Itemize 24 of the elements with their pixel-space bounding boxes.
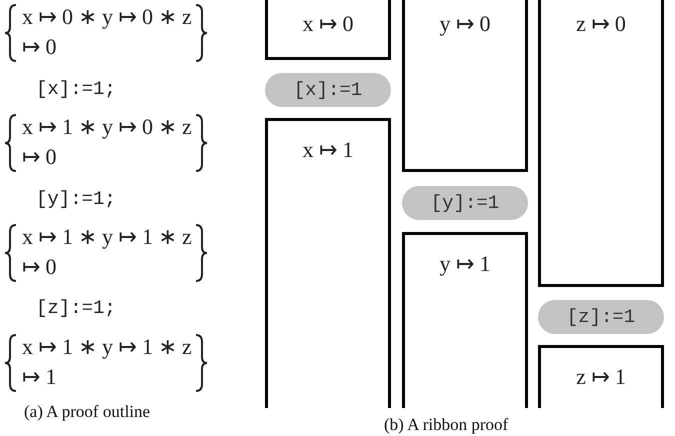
assertion-ribbon <box>265 0 391 60</box>
assertion-ribbon <box>538 0 664 287</box>
caption: (b) A ribbon proof <box>384 415 508 435</box>
command-text: [z]:=1; <box>36 297 116 319</box>
assertion-text: y ↦ 1 <box>440 251 490 277</box>
assertion-text: x ↦ 1 <box>302 137 354 163</box>
assertion-text: x ↦ 0 ∗ y ↦ 0 ∗ z ↦ 0 <box>22 3 192 61</box>
command-pill: [y]:=1 <box>402 186 528 220</box>
assertion-text: y ↦ 0 <box>440 11 490 37</box>
assertion-text: x ↦ 0 <box>302 11 354 37</box>
assertion-ribbon <box>402 0 528 172</box>
caption: (a) A proof outline <box>24 402 150 422</box>
assertion-text: x ↦ 1 ∗ y ↦ 1 ∗ z ↦ 0 <box>22 223 192 281</box>
command-pill: [z]:=1 <box>538 300 664 334</box>
assertion-ribbon <box>402 232 528 408</box>
command-text: [y]:=1; <box>36 188 116 210</box>
command-text: [x]:=1; <box>36 78 116 100</box>
assertion-text: x ↦ 1 ∗ y ↦ 0 ∗ z ↦ 0 <box>22 113 192 171</box>
assertion-ribbon <box>265 118 391 408</box>
assertion-ribbon <box>538 345 664 408</box>
command-pill: [x]:=1 <box>265 73 391 107</box>
assertion-text: z ↦ 0 <box>576 11 626 37</box>
assertion-text: x ↦ 1 ∗ y ↦ 1 ∗ z ↦ 1 <box>22 333 192 391</box>
assertion-text: z ↦ 1 <box>576 364 626 390</box>
